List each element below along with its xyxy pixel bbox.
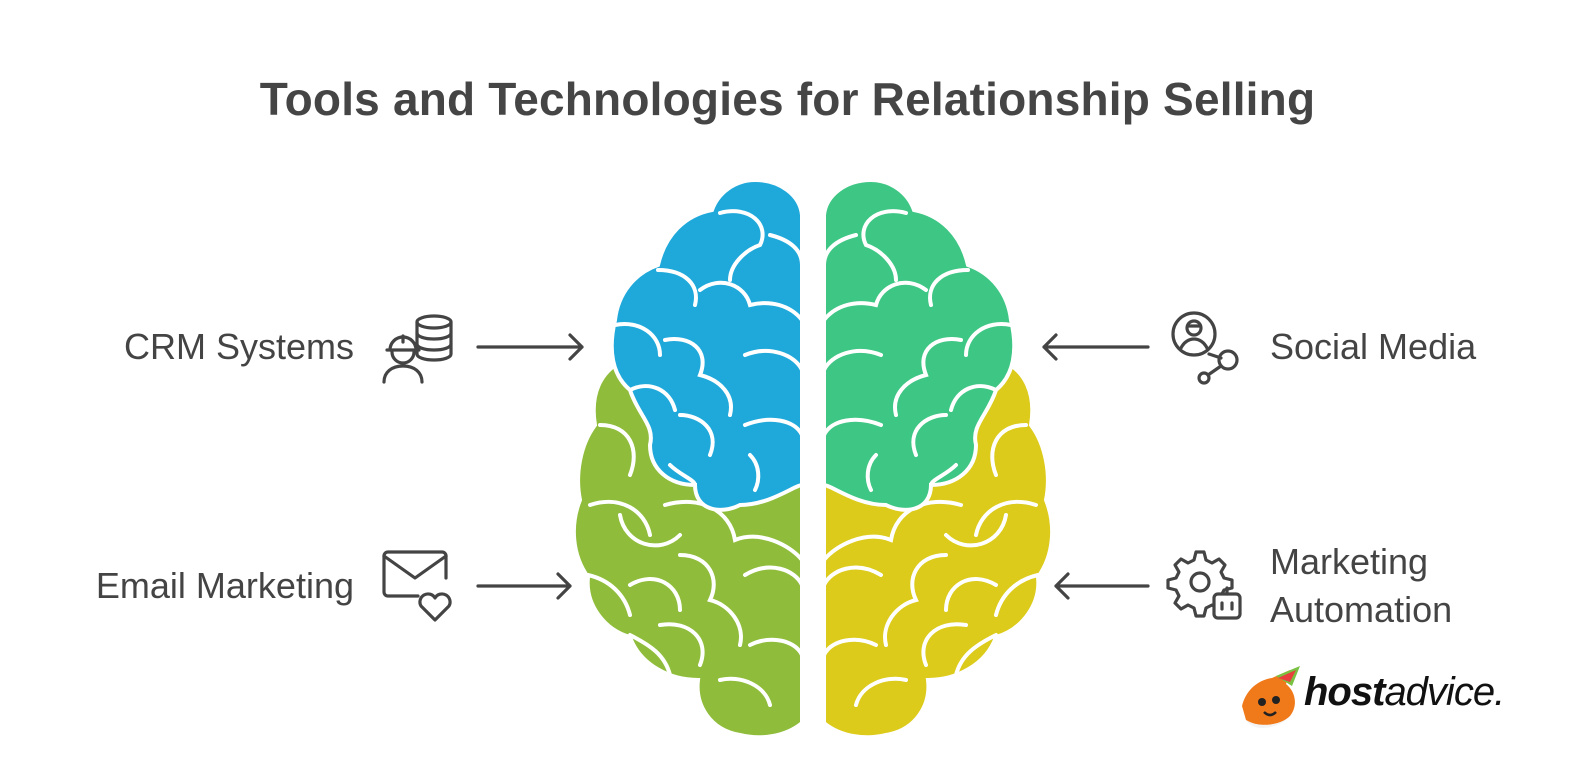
social-arrow (1042, 333, 1150, 361)
envelope-heart-icon (382, 550, 452, 622)
gear-robot-icon (1166, 550, 1242, 620)
brain-illustration (571, 177, 1054, 740)
logo-host-text: host (1304, 670, 1385, 714)
email-marketing-label: Email Marketing (95, 565, 354, 606)
crm-systems-label: CRM Systems (123, 326, 354, 367)
social-network-user-icon (1171, 311, 1239, 385)
email-arrow (476, 572, 572, 600)
automation-arrow (1054, 572, 1150, 600)
hostadvice-logo: hostadvice. (1232, 664, 1532, 736)
brain-upper-left-lobe (609, 177, 802, 512)
marketing-automation-line2: Automation (1270, 589, 1453, 630)
logo-advice-text: advice. (1384, 670, 1505, 714)
fox-mascot-icon (1242, 666, 1300, 728)
page-title: Tools and Technologies for Relationship … (259, 73, 1316, 125)
marketing-automation-line1: Marketing (1270, 541, 1429, 582)
crm-arrow (476, 333, 584, 361)
marketing-automation-label: Marketing Automation (1270, 538, 1452, 634)
social-media-label: Social Media (1270, 326, 1477, 367)
brain-upper-right-lobe (824, 177, 1017, 512)
crm-database-user-icon (382, 314, 453, 384)
